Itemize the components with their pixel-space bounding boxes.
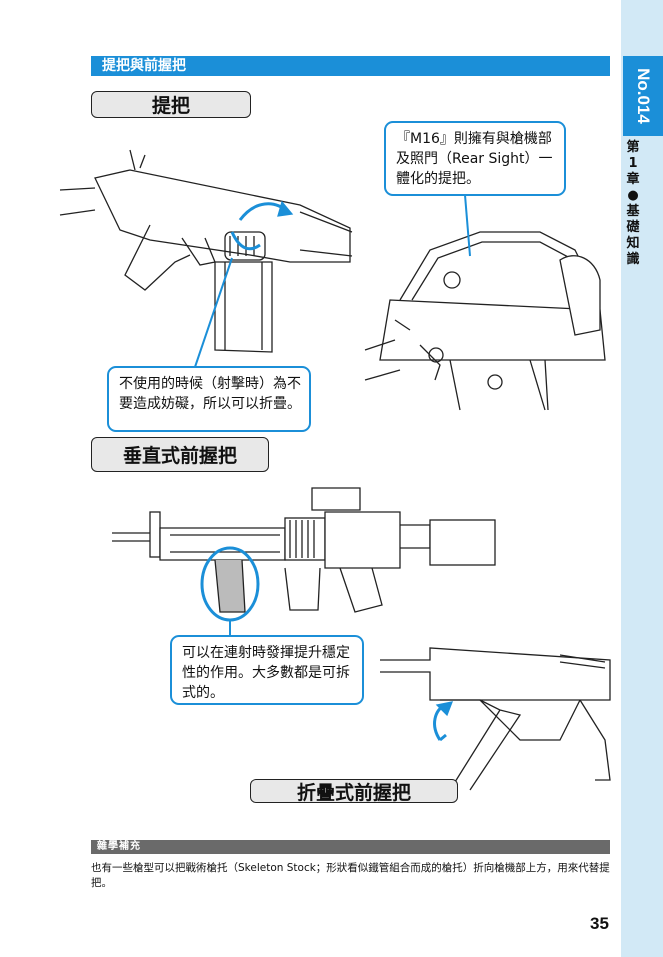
chapter-title: 第1章●基礎知識 [626, 140, 640, 267]
m16-drawing [364, 231, 606, 411]
sidebar-panel [621, 0, 663, 957]
note-heading: 雜學補充 [91, 840, 610, 854]
fold-pointer [194, 257, 233, 368]
page-number: 35 [590, 914, 609, 933]
label-vertical-grip: 垂直式前握把 [91, 437, 269, 472]
label-folding-grip: 折疊式前握把 [250, 779, 458, 804]
callout-m16: 『M16』則擁有與槍機部及照門（Rear Sight）一體化的提把。 [384, 121, 566, 196]
fal-rifle-drawing [59, 149, 353, 353]
note-text: 也有一些槍型可以把戰術槍托（Skeleton Stock；形狀看似鐵管組合而成的… [91, 862, 610, 889]
section-title: 提把與前握把 [91, 56, 610, 76]
pistol-drawing [380, 647, 611, 791]
label-carry-handle: 提把 [91, 91, 251, 118]
callout-grip: 可以在連射時發揮提升穩定性的作用。大多數都是可拆式的。 [170, 635, 364, 705]
m16-pointer [464, 194, 471, 257]
chapter-number-badge: No.014 [623, 56, 663, 136]
machine-gun-drawing [112, 487, 496, 622]
callout-fold: 不使用的時候（射擊時）為不要造成妨礙，所以可以折疊。 [107, 366, 311, 432]
